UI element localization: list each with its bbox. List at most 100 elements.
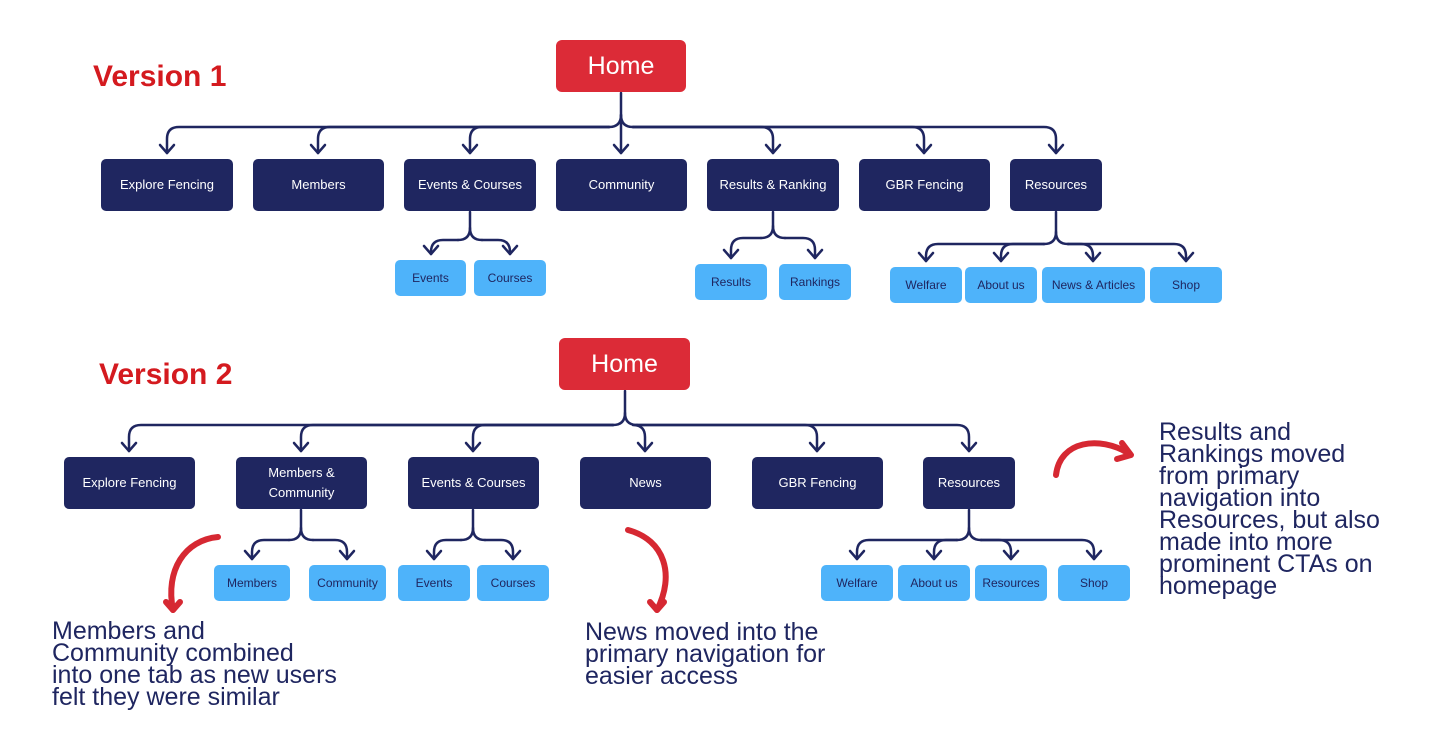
v1-node-gbr-fencing: GBR Fencing xyxy=(859,159,990,211)
v1-resources-branch-1 xyxy=(999,242,1046,263)
v2-resources-stem xyxy=(955,508,971,542)
v2-sub-shop: Shop xyxy=(1058,565,1130,601)
v1-sub-news-articles: News & Articles xyxy=(1042,267,1145,303)
note-line: Resources, but also xyxy=(1159,506,1380,534)
v2-events-branch-1 xyxy=(483,538,515,561)
v1-sub-shop: Shop xyxy=(1150,267,1222,303)
version-2-label: Version 2 xyxy=(99,358,233,391)
v1-home-branch-6 xyxy=(631,125,1058,155)
note-line: Members and xyxy=(52,617,205,645)
v2-home-branch-5 xyxy=(635,423,971,453)
v2-node-explore-fencing: Explore Fencing xyxy=(64,457,195,509)
version-1-label: Version 1 xyxy=(93,60,227,93)
v1-home-arrowhead-6 xyxy=(1047,143,1065,155)
v1-home-node: Home xyxy=(556,40,686,92)
v2-home-arrowhead-3 xyxy=(636,441,654,453)
v1-resources-arrowhead-0 xyxy=(917,251,935,263)
note-line: Results and xyxy=(1159,418,1292,446)
v1-resources-stem xyxy=(1042,210,1058,246)
note-line: prominent CTAs on xyxy=(1159,550,1373,578)
v2-node-news: News xyxy=(580,457,711,509)
note-line: Community combined xyxy=(52,639,294,667)
v1-events-stem-right xyxy=(468,226,484,242)
annotation-arrow-news xyxy=(625,527,669,613)
v2-node-gbr-fencing: GBR Fencing xyxy=(752,457,883,509)
v2-home-arrowhead-1 xyxy=(292,441,310,453)
v1-node-results-ranking: Results & Ranking xyxy=(707,159,839,211)
note-line: made into more xyxy=(1159,528,1333,556)
v2-home-branch-3 xyxy=(631,423,647,453)
note-line: felt they were similar xyxy=(52,683,280,711)
v1-events-branch-0 xyxy=(429,238,460,256)
v2-events-stem-right xyxy=(471,526,487,542)
v2-members-stem xyxy=(287,508,303,542)
v1-node-members: Members xyxy=(253,159,384,211)
v2-resources-arrowhead-1 xyxy=(925,549,943,561)
v2-sub-resources: Resources xyxy=(975,565,1047,601)
v1-home-branch-1 xyxy=(316,125,611,155)
v1-home-stem-right xyxy=(619,113,635,129)
v2-home-arrowhead-4 xyxy=(808,441,826,453)
v2-resources-stem-right xyxy=(967,526,983,542)
v2-home-branch-4 xyxy=(635,423,819,453)
annotation-arrowhead-results xyxy=(1114,440,1134,462)
v2-home-arrowhead-0 xyxy=(120,441,138,453)
v2-resources-branch-1 xyxy=(932,538,959,561)
v1-results-arrowhead-1 xyxy=(806,248,824,260)
v1-home-branch-0 xyxy=(165,125,611,155)
v1-home-arrowhead-2 xyxy=(461,143,479,155)
v2-members-stem-right xyxy=(299,526,315,542)
v1-events-arrowhead-1 xyxy=(501,244,519,256)
v2-sub-members: Members xyxy=(214,565,290,601)
v2-home-arrowhead-5 xyxy=(960,441,978,453)
v1-home-arrowhead-0 xyxy=(158,143,176,155)
note-line: primary navigation for xyxy=(585,640,826,668)
v1-sub-welfare: Welfare xyxy=(890,267,962,303)
v1-sub-about-us: About us xyxy=(965,267,1037,303)
v1-home-arrowhead-3 xyxy=(612,143,630,155)
v2-node-resources: Resources xyxy=(923,457,1015,509)
v2-members-branch-0 xyxy=(250,538,291,561)
v2-home-stem-right xyxy=(623,411,639,427)
v2-node-members-community: Members & Community xyxy=(236,457,367,509)
annotation-arrow-members xyxy=(168,534,221,613)
v1-events-stem xyxy=(456,210,472,242)
note-line: homepage xyxy=(1159,572,1278,600)
v1-node-events-courses: Events & Courses xyxy=(404,159,536,211)
v2-members-branch-1 xyxy=(311,538,349,561)
v1-home-branch-5 xyxy=(631,125,926,155)
v2-events-arrowhead-1 xyxy=(504,549,522,561)
v1-home-branch-2 xyxy=(468,125,611,155)
v2-resources-branch-2 xyxy=(979,538,1013,561)
v2-sub-courses: Courses xyxy=(477,565,549,601)
v2-resources-arrowhead-3 xyxy=(1085,549,1103,561)
note-line: Rankings moved xyxy=(1159,440,1346,468)
v2-sub-community: Community xyxy=(309,565,386,601)
v1-events-arrowhead-0 xyxy=(422,244,440,256)
v2-events-arrowhead-0 xyxy=(425,549,443,561)
v2-sub-events: Events xyxy=(398,565,470,601)
v2-events-stem xyxy=(459,508,475,542)
note-news: News moved into the primary navigation f… xyxy=(585,620,826,689)
v2-node-events-courses: Events & Courses xyxy=(408,457,539,509)
v1-resources-branch-0 xyxy=(924,242,1046,263)
v2-members-arrowhead-1 xyxy=(338,549,356,561)
v1-node-explore-fencing: Explore Fencing xyxy=(101,159,233,211)
v2-home-stem xyxy=(611,389,627,427)
v1-sub-rankings: Rankings xyxy=(779,264,851,300)
v1-results-stem xyxy=(759,210,775,240)
note-members-community: Members and Community combined into one … xyxy=(52,617,337,711)
v2-events-branch-0 xyxy=(432,538,463,561)
v2-home-arrowhead-2 xyxy=(464,441,482,453)
v1-resources-branch-3 xyxy=(1066,242,1188,263)
v1-resources-arrowhead-2 xyxy=(1084,251,1102,263)
v1-resources-arrowhead-3 xyxy=(1177,251,1195,263)
note-line: navigation into xyxy=(1159,484,1321,512)
v2-home-node: Home xyxy=(559,338,690,390)
v2-sub-about-us: About us xyxy=(898,565,970,601)
note-line: from primary xyxy=(1159,462,1300,490)
v2-resources-branch-0 xyxy=(855,538,959,561)
v1-resources-arrowhead-1 xyxy=(992,251,1010,263)
